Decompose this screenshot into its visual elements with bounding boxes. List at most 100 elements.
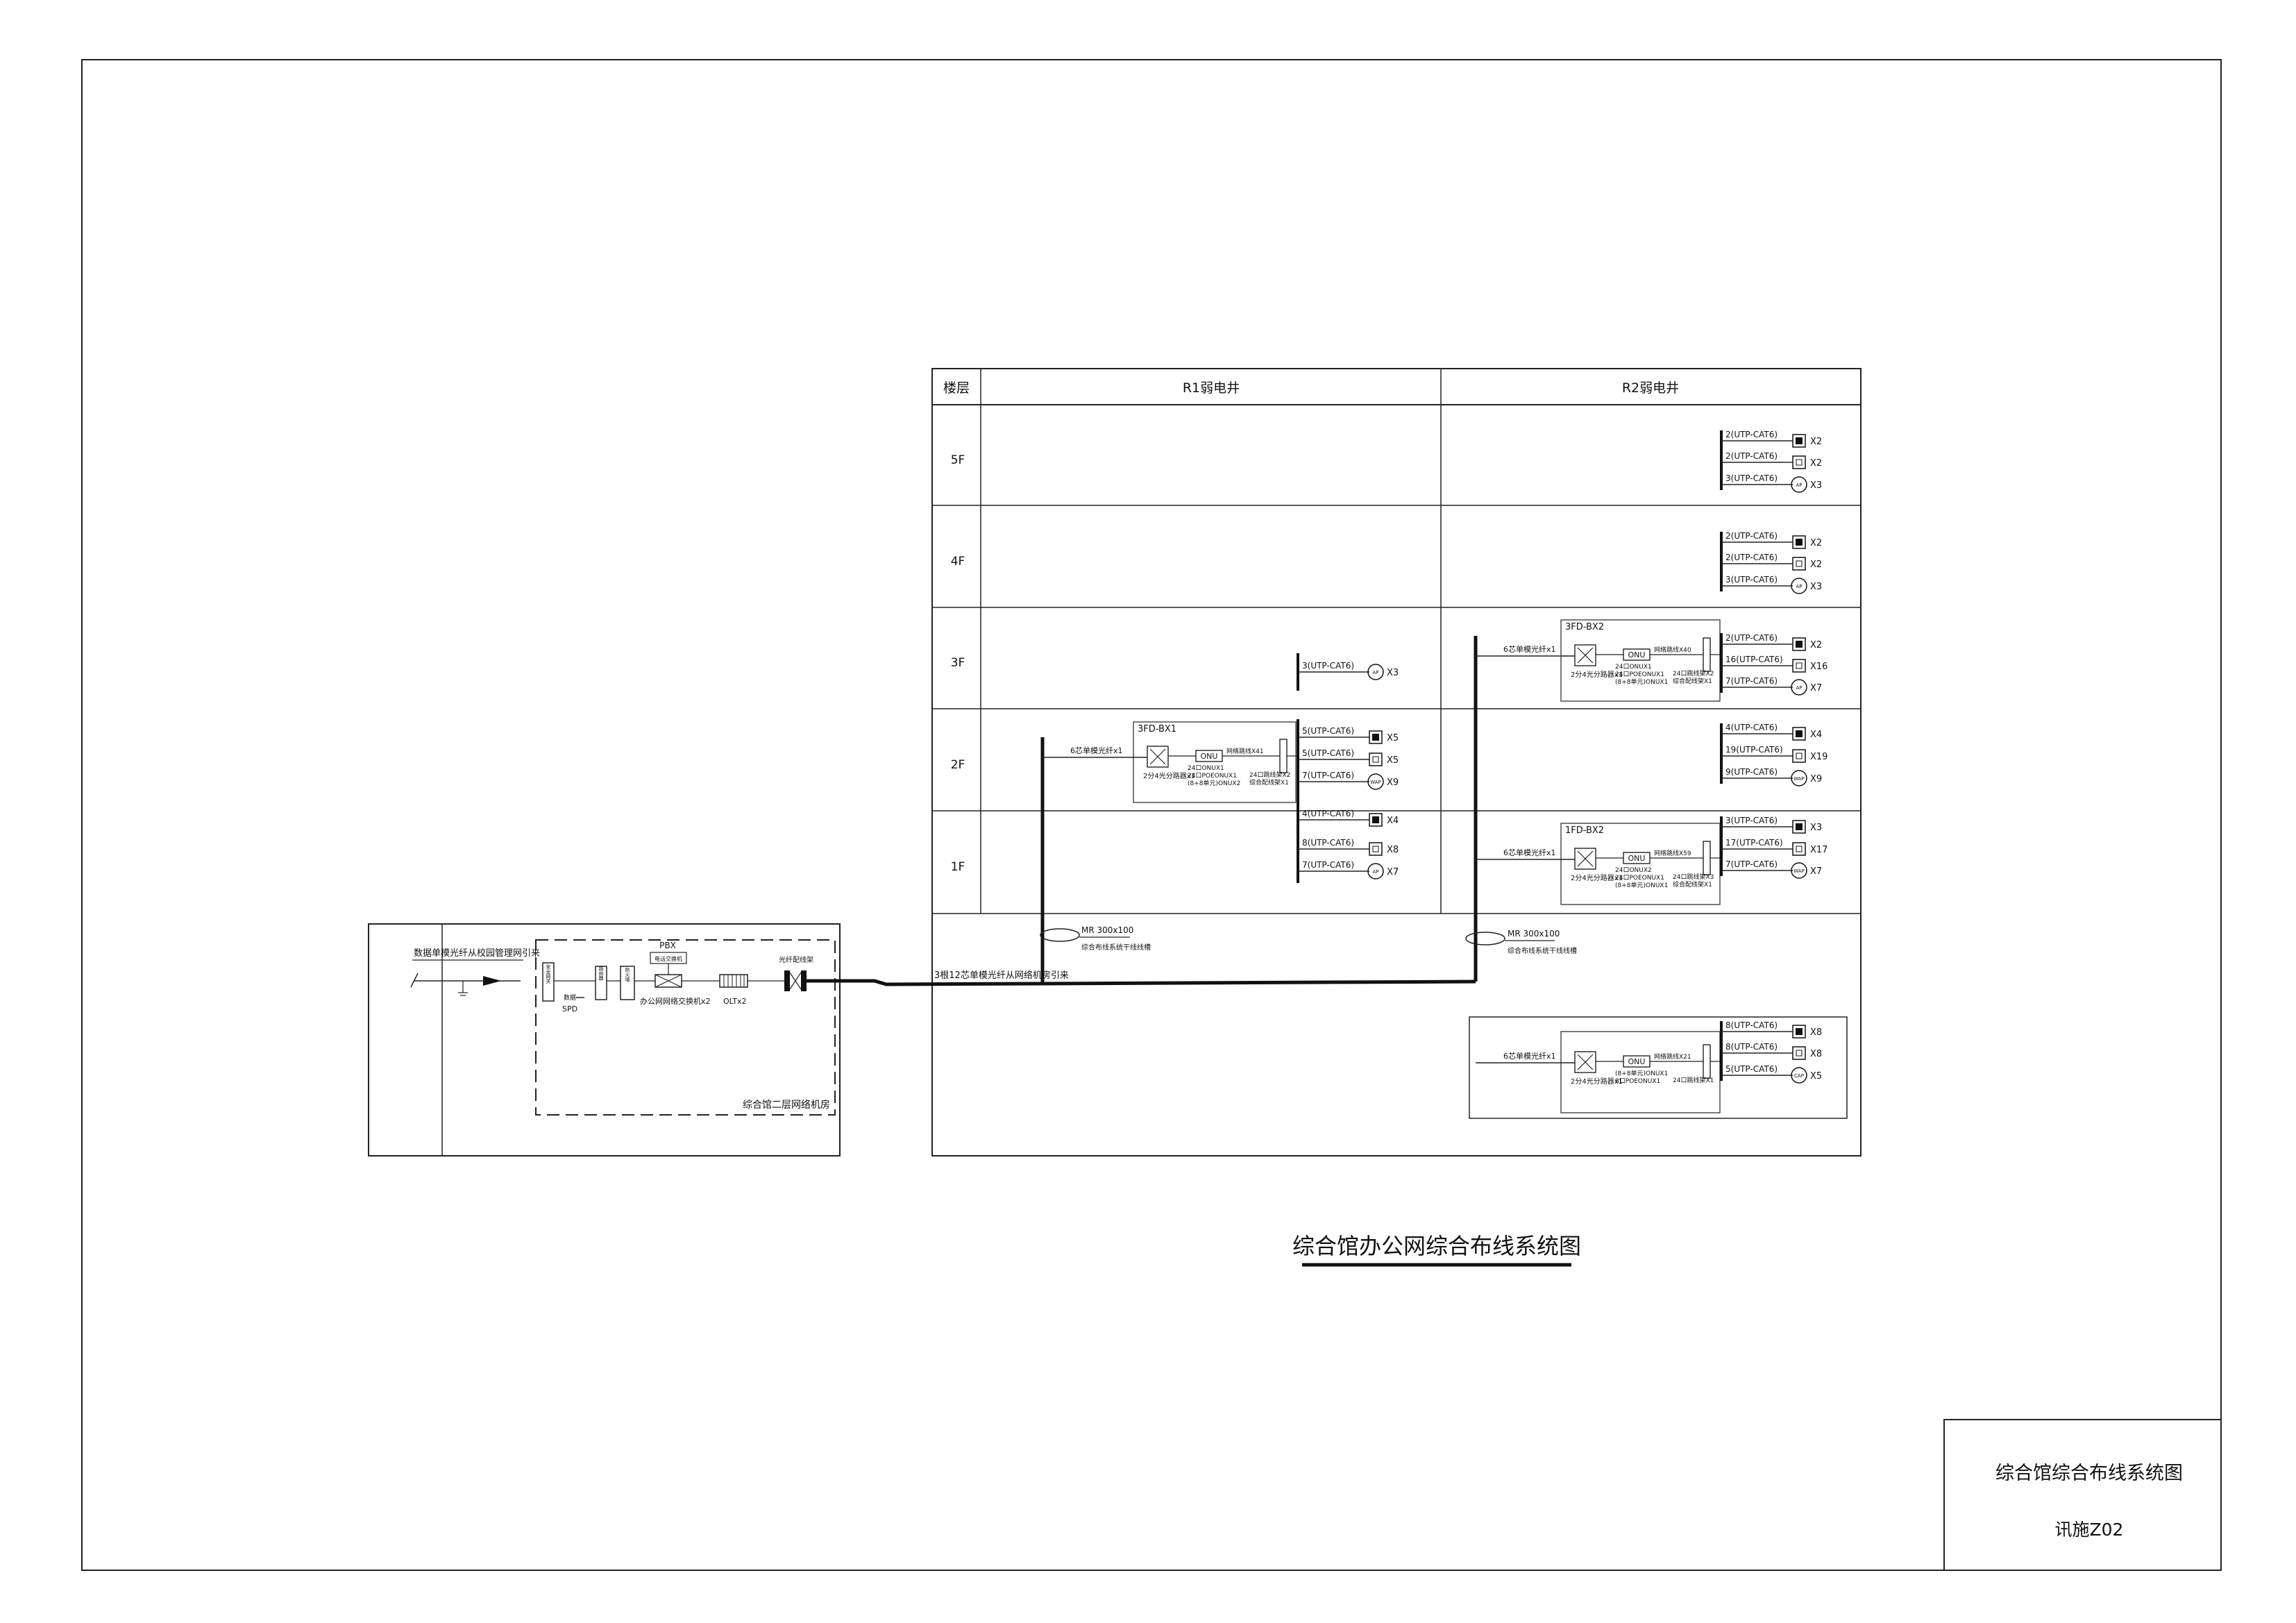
- outlet-count-label: X3: [1810, 480, 1822, 491]
- wireless-ap-icon: [1791, 862, 1807, 879]
- onu-note: 24口ONUX2: [1615, 867, 1652, 874]
- cable-label: 3(UTP-CAT6): [1302, 661, 1354, 671]
- svg-text:MR 300x100: MR 300x100: [1081, 925, 1133, 935]
- voice-outlet-icon: [1792, 1046, 1806, 1060]
- cable-label: 7(UTP-CAT6): [1302, 860, 1354, 870]
- cable-label: 8(UTP-CAT6): [1725, 1020, 1778, 1030]
- onu-note: 24口POEONUX1: [1615, 671, 1664, 678]
- data-outlet-fill: [1796, 539, 1803, 546]
- distribution-box-ground: 6芯单模光纤x12分4光分路器x1ONU(8+8单元)ONUX18口POEONU…: [1476, 1031, 1721, 1113]
- cable-label: 5(UTP-CAT6): [1302, 726, 1354, 736]
- splitter-icon: [1574, 1051, 1596, 1073]
- outlet-count-label: X16: [1810, 662, 1827, 672]
- outlets-r2-bottom: 8(UTP-CAT6)X88(UTP-CAT6)X85(UTP-CAT6)CAP…: [1720, 1020, 1822, 1084]
- splitter-label: 2分4光分路器x1: [1571, 670, 1623, 679]
- patch-panel-note: 24口跳线架X1: [1673, 1076, 1714, 1084]
- data-outlet-icon: [1792, 535, 1806, 549]
- odf-device: [784, 970, 807, 991]
- olt-label: OLTx2: [723, 997, 747, 1006]
- outlet-count-label: X3: [1810, 582, 1822, 592]
- cable-label: 16(UTP-CAT6): [1725, 655, 1783, 664]
- machine-room-dashed-boundary: [535, 939, 836, 1116]
- patch-panel-icon: [1703, 1044, 1711, 1079]
- distribution-box-1fd-bx2: 1FD-BX26芯单模光纤x12分4光分路器x1ONU24口ONUX224口PO…: [1476, 823, 1721, 905]
- outlet-count-label: X9: [1810, 774, 1822, 784]
- mr-tray-r2: MR 300x100 综合布线系统干线线槽: [1465, 929, 1577, 955]
- distribution-box-3fd-bx2: 3FD-BX26芯单模光纤x12分4光分路器x1ONU24口ONUX124口PO…: [1476, 619, 1721, 702]
- cable-label: 5(UTP-CAT6): [1725, 1064, 1778, 1074]
- box-title: 3FD-BX2: [1565, 622, 1604, 632]
- onu-note: 24口POEONUX1: [1188, 773, 1237, 780]
- ap-icon-label: WAP: [1370, 780, 1381, 785]
- olt-device: [719, 974, 748, 988]
- machine-room-devices: 安全网关 数据 SPD 路由器 防火墙 PBX 电话交换机 办公网网络交换机x2…: [542, 941, 813, 1014]
- cable-label: 2(UTP-CAT6): [1725, 430, 1778, 439]
- splitter-cross-b: [1577, 647, 1594, 664]
- floor-label-3f: 3F: [951, 656, 965, 670]
- patch-panel-note: 综合配线架X1: [1673, 677, 1712, 685]
- svg-text:综合馆办公网综合布线系统图: 综合馆办公网综合布线系统图: [1292, 1233, 1581, 1259]
- voice-outlet-icon: [1792, 455, 1806, 469]
- header-floor: 楼层: [943, 380, 970, 396]
- outlet-count-label: X7: [1810, 866, 1822, 877]
- ap-icon-label: WAP: [1793, 776, 1805, 782]
- svg-text:路由器: 路由器: [598, 966, 604, 982]
- drawing-frame: [81, 59, 2222, 1571]
- splitter-icon: [1147, 746, 1169, 768]
- svg-text:MR 300x100: MR 300x100: [1508, 929, 1560, 939]
- outlet-count-label: X17: [1810, 845, 1827, 855]
- security-gateway-device: [542, 962, 555, 1002]
- trunk-fiber: 3根12芯单模光纤从网络机房引来: [807, 636, 1478, 986]
- outlet-count-label: X4: [1387, 816, 1399, 826]
- cable-label: 19(UTP-CAT6): [1725, 745, 1783, 755]
- svg-text:电话交换机: 电话交换机: [655, 955, 682, 962]
- data-outlet-icon: [1792, 1025, 1806, 1038]
- wireless-ap-icon: [1791, 770, 1807, 787]
- voice-outlet-icon: [1792, 842, 1806, 856]
- patch-panel-note: 综合配线架X1: [1673, 880, 1712, 889]
- outlet-count-label: X8: [1810, 1049, 1822, 1059]
- outlet-count-label: X9: [1387, 777, 1399, 788]
- data-outlet-fill: [1796, 730, 1803, 737]
- cable-label: 3(UTP-CAT6): [1725, 816, 1778, 825]
- svg-text:综合布线系统干线线槽: 综合布线系统干线线槽: [1081, 943, 1151, 952]
- box-title: 3FD-BX1: [1138, 724, 1176, 734]
- mr-tray-r1: MR 300x100 综合布线系统干线线槽: [1040, 925, 1151, 952]
- cable-label: 9(UTP-CAT6): [1725, 767, 1778, 777]
- odf-label: 光纤配线架: [779, 955, 813, 964]
- diagram-title: 综合馆办公网综合布线系统图: [1292, 1233, 1581, 1267]
- onu-note: 24口ONUX1: [1615, 664, 1652, 671]
- outlet-count-label: X3: [1810, 823, 1822, 833]
- patch-panel-icon: [1279, 739, 1288, 773]
- cable-label: 7(UTP-CAT6): [1302, 771, 1354, 780]
- wireless-ap-icon: [1367, 863, 1384, 880]
- patch-panel-note: 综合配线架X1: [1249, 778, 1289, 787]
- splitter-icon: [1574, 848, 1596, 870]
- wireless-ap-icon: [1367, 664, 1384, 680]
- onu-note: (8+8单元)ONUX1: [1615, 678, 1668, 686]
- floor-label-1f: 1F: [951, 860, 965, 874]
- voice-outlet-inner: [1796, 846, 1803, 852]
- cable-label: 4(UTP-CAT6): [1725, 723, 1778, 732]
- outlet-count-label: X2: [1810, 437, 1822, 447]
- splitter-label: 2分4光分路器x1: [1571, 1077, 1623, 1086]
- data-outlet-icon: [1792, 727, 1806, 741]
- data-outlet-fill: [1372, 816, 1379, 823]
- ap-icon-label: AP: [1372, 869, 1378, 875]
- patch-panel-icon: [1703, 841, 1711, 875]
- onu-note: 24口ONUX1: [1188, 765, 1224, 772]
- onu-note: 24口POEONUX1: [1615, 875, 1664, 882]
- floor-label-2f: 2F: [951, 758, 965, 772]
- cable-label: 7(UTP-CAT6): [1725, 859, 1778, 869]
- cable-label: 8(UTP-CAT6): [1725, 1042, 1778, 1052]
- box-feed-label: 6芯单模光纤x1: [1503, 1051, 1556, 1061]
- spd-small-label: 数据: [564, 993, 576, 1002]
- voice-outlet-icon: [1792, 557, 1806, 571]
- incoming-arrow-icon: [483, 976, 501, 986]
- outlets-r2-3f: 2(UTP-CAT6)X216(UTP-CAT6)X167(UTP-CAT6)A…: [1720, 633, 1827, 696]
- title-block-code: 讯施Z02: [2055, 1520, 2124, 1540]
- spd-label: SPD: [562, 1004, 577, 1014]
- machine-room-name: 综合馆二层网络机房: [743, 1100, 830, 1111]
